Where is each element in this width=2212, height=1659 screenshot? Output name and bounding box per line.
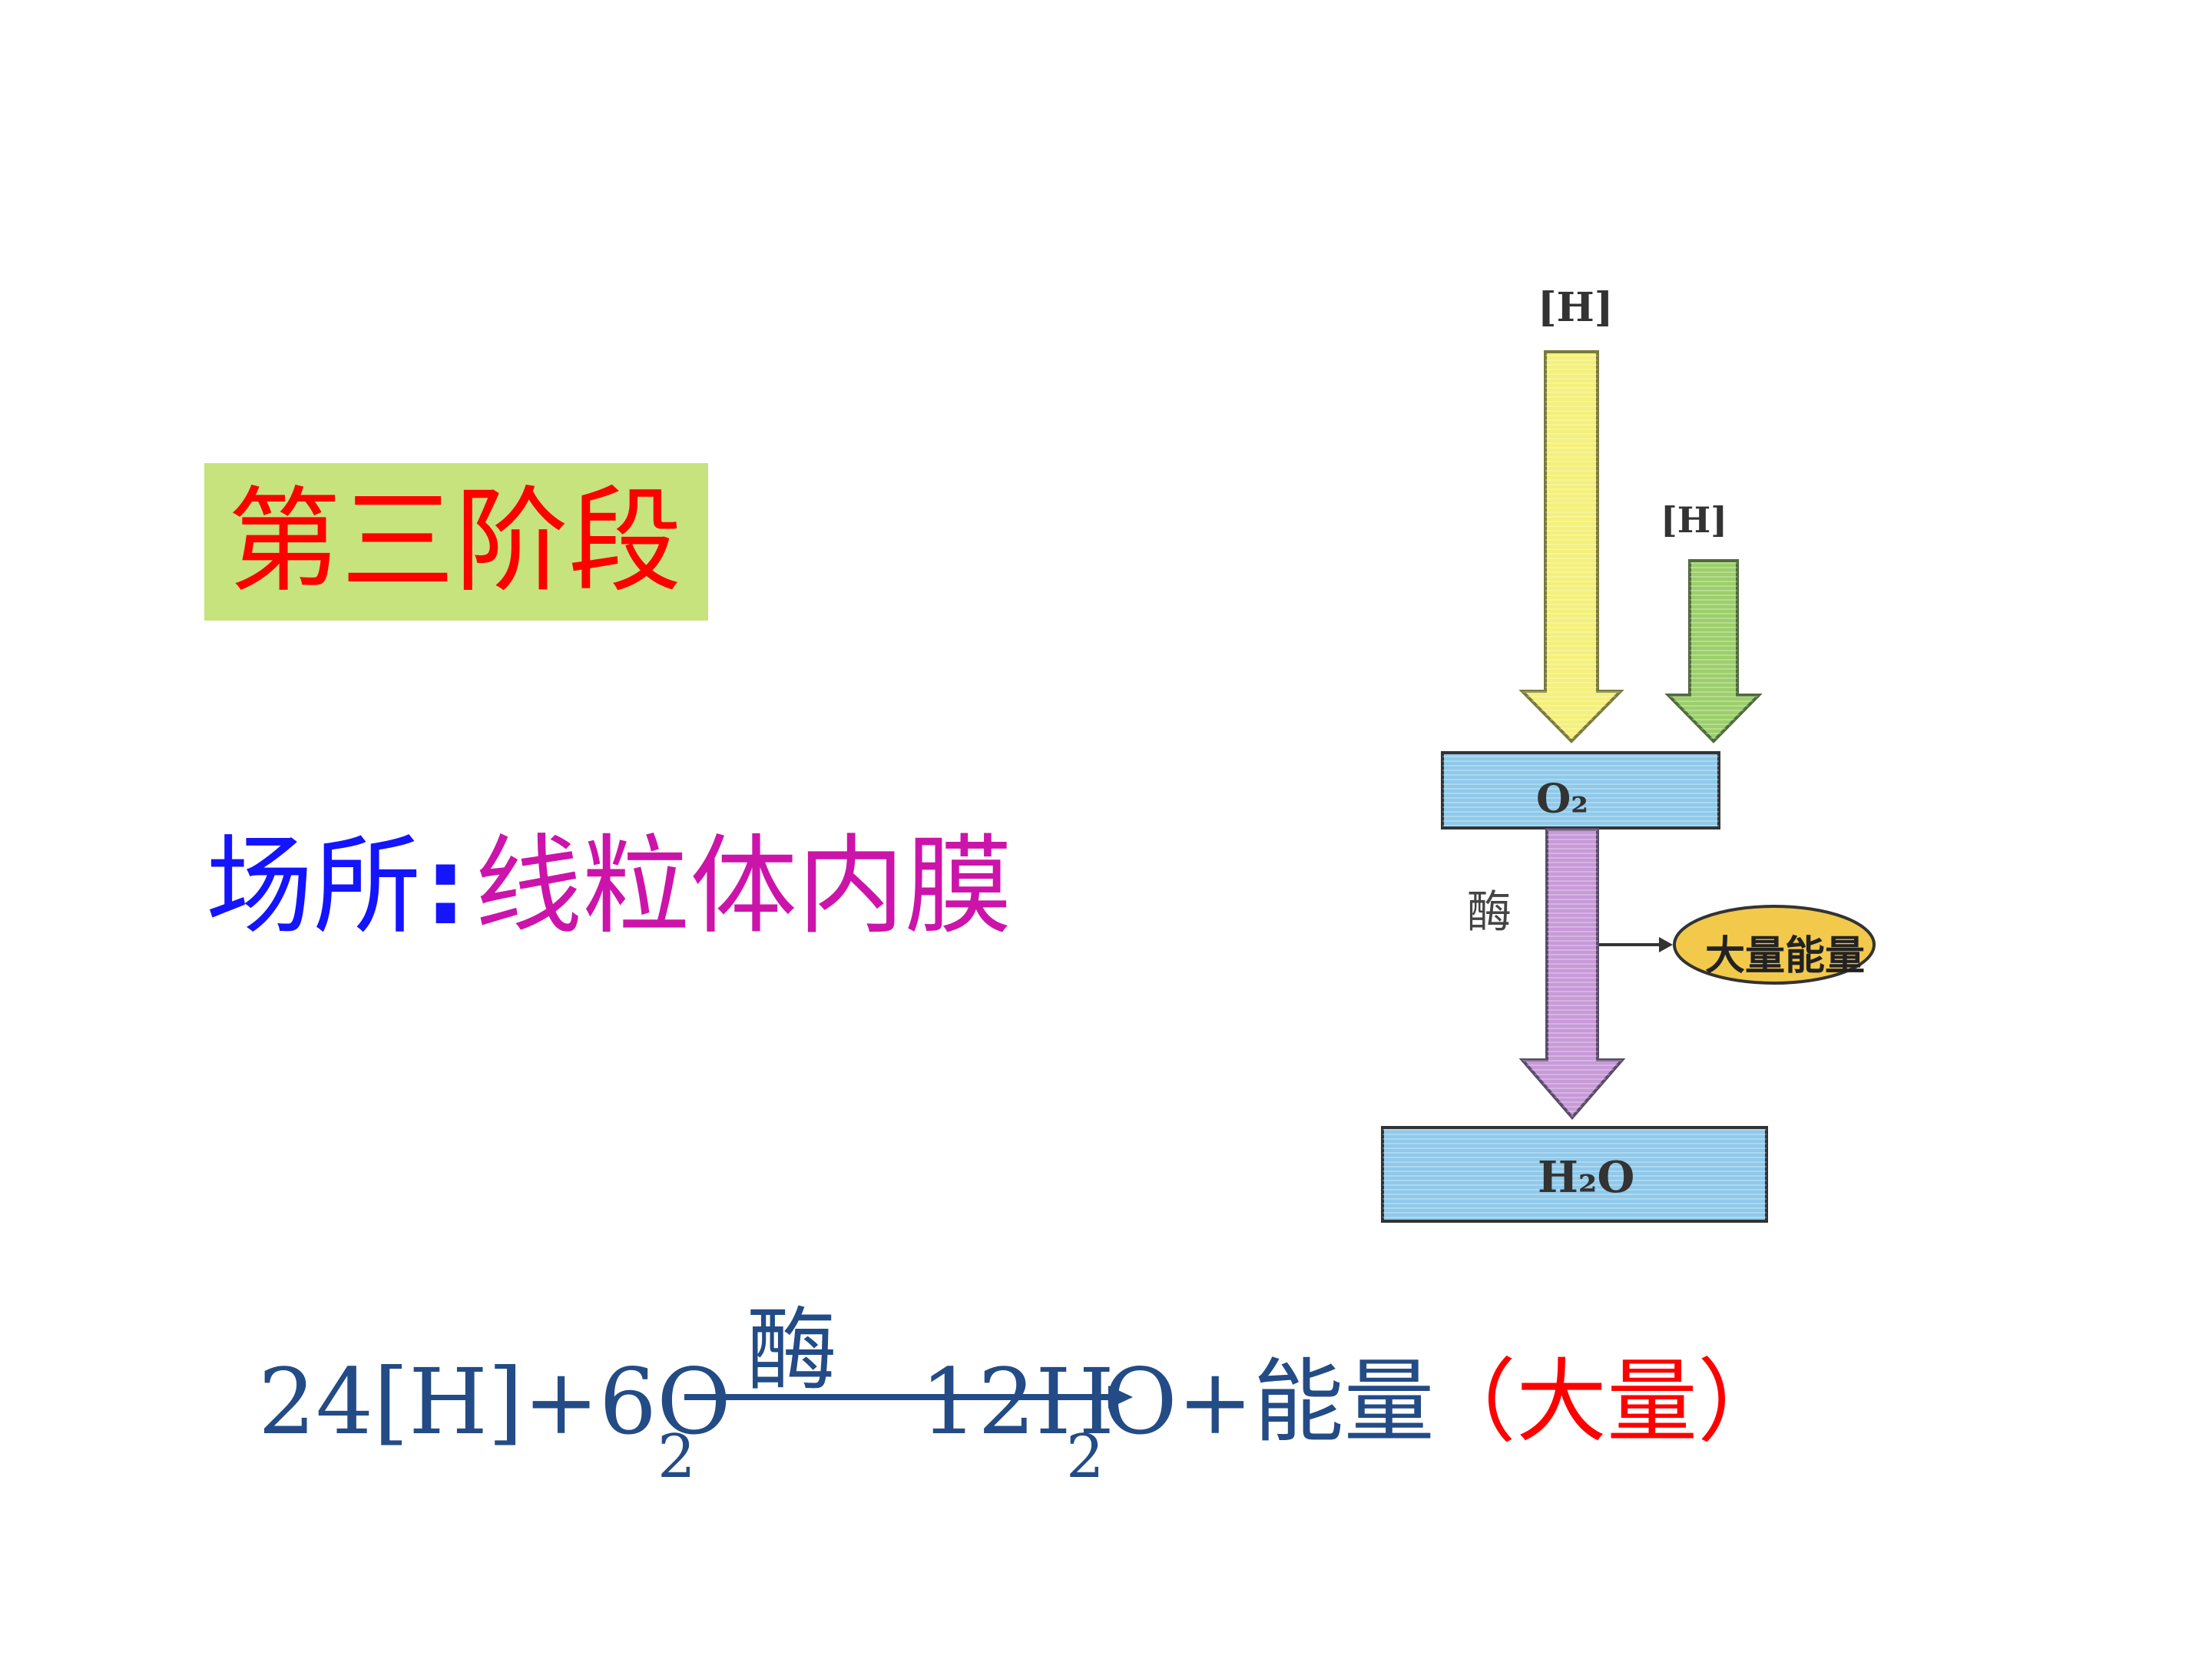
equation-arrow xyxy=(684,1386,1133,1409)
yellow-arrow xyxy=(1518,350,1624,743)
energy-ellipse xyxy=(1673,905,1876,985)
energy-pointer-arrow xyxy=(1599,937,1673,952)
location-colon: : xyxy=(424,824,468,949)
diagram-h2o-label: H₂O xyxy=(1538,1152,1635,1203)
diagram-graphic xyxy=(1381,350,1876,1223)
equation-reactant-subscript: 2 xyxy=(657,1422,696,1492)
title-box: 第三阶段 xyxy=(204,463,708,621)
location-label: 场所 xyxy=(206,824,422,949)
purple-arrow xyxy=(1518,828,1626,1121)
diagram-h-right-label: [H] xyxy=(1661,499,1727,541)
equation-product-b: O+能量 xyxy=(1103,1349,1435,1455)
h2o-box xyxy=(1381,1126,1768,1223)
o2-box xyxy=(1441,751,1720,830)
reaction-equation: 24[H]+6O 2 酶 12H 2 O+能量 （大量） xyxy=(258,1297,1794,1492)
respiration-diagram: [H] [H] O₂ 酶 大量能量 H₂O xyxy=(1344,261,1959,1244)
slide-title: 第三阶段 xyxy=(227,475,682,608)
diagram-energy-label: 大量能量 xyxy=(1705,932,1866,979)
diagram-h-top-label: [H] xyxy=(1538,284,1614,331)
location-line: 场所:线粒体内膜 xyxy=(206,814,1012,960)
equation-product-subscript: 2 xyxy=(1066,1422,1104,1492)
equation-reactants: 24[H]+6O xyxy=(258,1349,731,1455)
green-arrow xyxy=(1664,559,1763,743)
diagram-o2-label: O₂ xyxy=(1536,776,1589,823)
equation-enzyme: 酶 xyxy=(747,1297,838,1403)
equation-product-a: 12H xyxy=(920,1349,1115,1455)
diagram-enzyme-label: 酶 xyxy=(1467,886,1512,938)
location-value: 线粒体内膜 xyxy=(475,824,1013,949)
equation-note: （大量） xyxy=(1426,1349,1789,1455)
